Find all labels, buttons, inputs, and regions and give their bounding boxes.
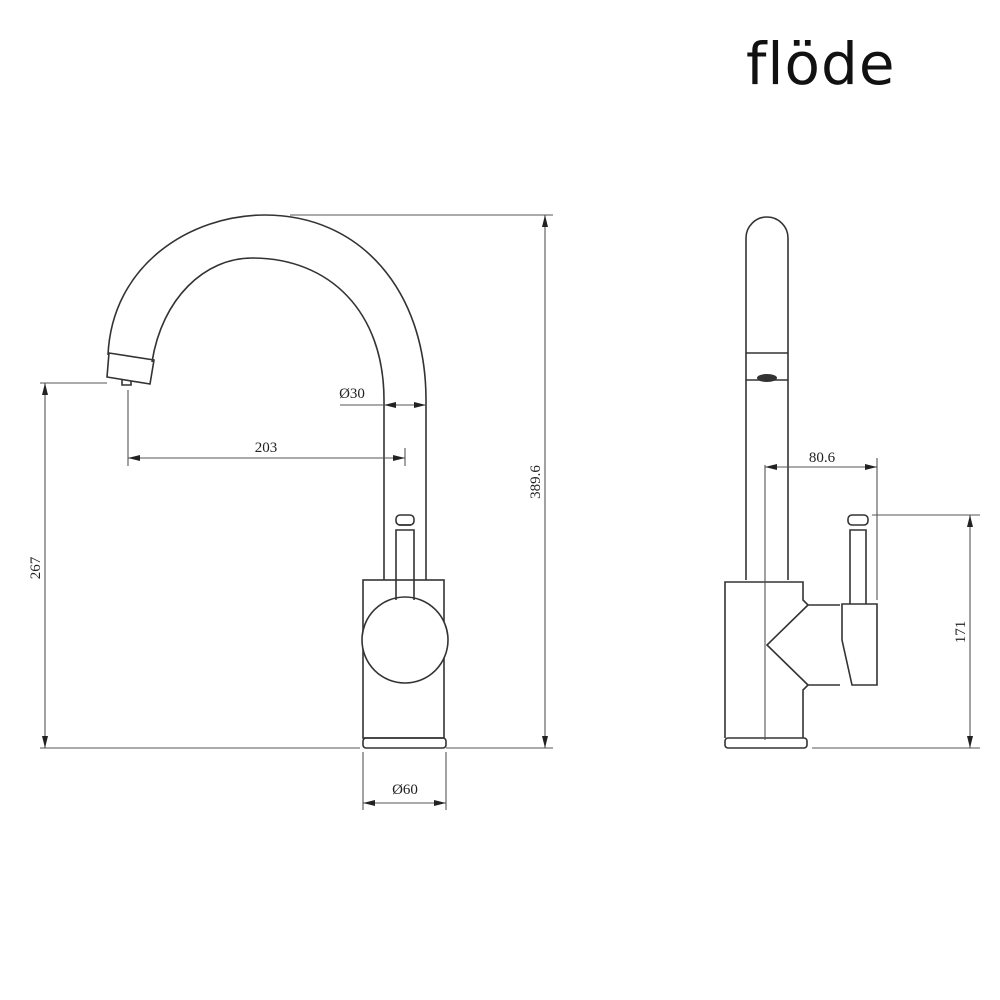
spout-side — [745, 216, 789, 580]
dimension-spout-diameter: Ø30 — [339, 386, 426, 408]
aerator-side — [757, 374, 777, 382]
dimension-spout-reach: 203 — [127, 390, 406, 466]
tap-base — [362, 737, 447, 749]
brand-logo: flöde — [746, 30, 896, 98]
dimension-total-height: 389.6 — [290, 214, 553, 749]
handle-cartridge-side — [841, 603, 878, 686]
tap-base-side — [724, 737, 808, 749]
side-view: 80.6 171 — [724, 216, 980, 749]
handle-lever — [395, 529, 415, 600]
spout-inner — [151, 257, 385, 580]
label-handle-height: 171 — [953, 621, 969, 644]
dimension-handle-height: 171 — [812, 514, 980, 749]
label-handle-offset: 80.6 — [809, 450, 836, 466]
body-valve-lines — [765, 604, 809, 686]
label-base-diameter: Ø60 — [392, 782, 418, 798]
dimension-handle-offset: 80.6 — [765, 450, 878, 600]
label-spout-diameter: Ø30 — [339, 386, 365, 402]
tap-body-side — [724, 581, 840, 738]
spout-outer — [107, 214, 427, 580]
handle-knob — [395, 514, 415, 526]
aerator — [121, 380, 132, 386]
front-view: 389.6 267 203 Ø30 — [28, 214, 553, 810]
handle-knob-side — [847, 514, 869, 526]
label-spout-height: 267 — [28, 556, 44, 579]
label-total-height: 389.6 — [528, 465, 544, 499]
dimension-base-diameter: Ø60 — [362, 752, 447, 810]
handle-lever-side — [849, 529, 867, 604]
label-spout-reach: 203 — [255, 440, 278, 456]
spout-nozzle — [106, 352, 155, 385]
dimension-spout-height: 267 — [28, 382, 360, 749]
handle-disc — [361, 596, 449, 684]
